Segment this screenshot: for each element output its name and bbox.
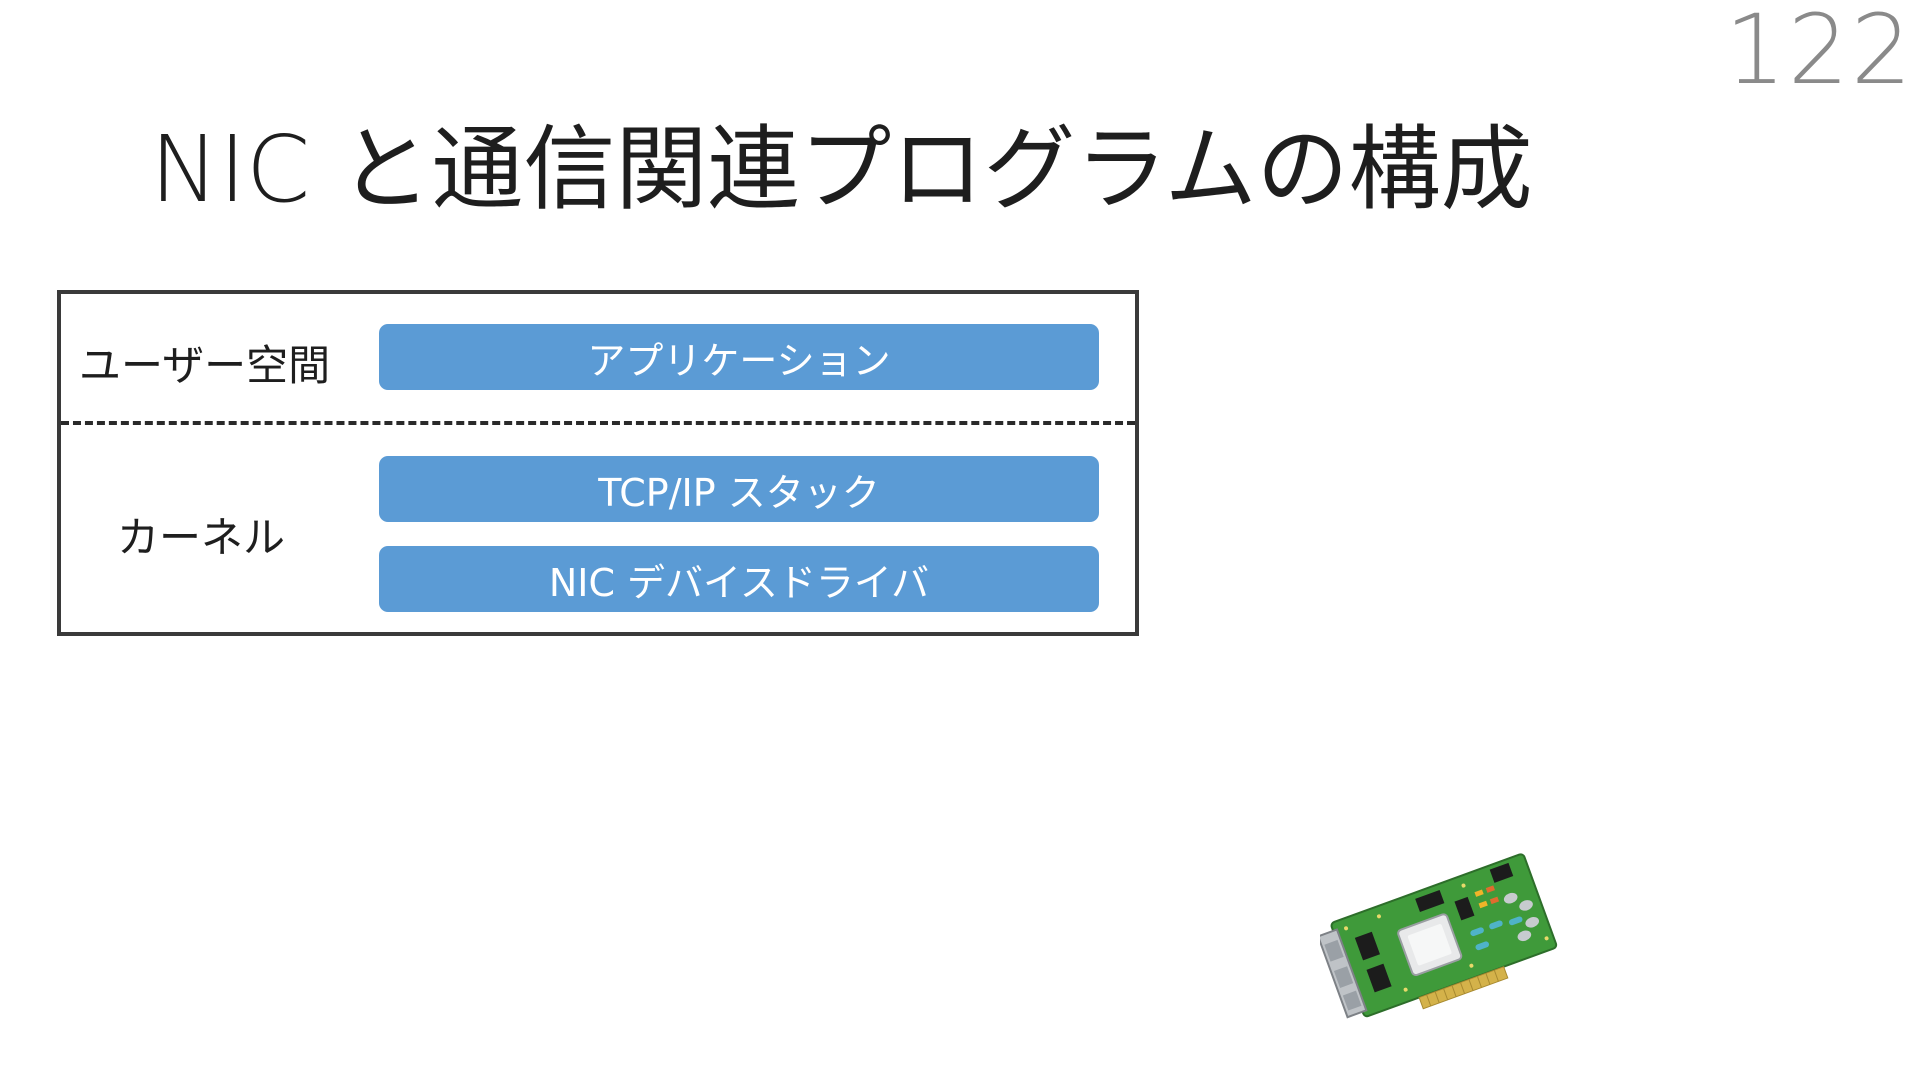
application-layer: アプリケーション: [379, 324, 1099, 390]
network-card-icon: [1320, 845, 1570, 1030]
user-space-label: ユーザー空間: [79, 332, 330, 393]
architecture-diagram: ユーザー空間 アプリケーション カーネル TCP/IP スタック NIC デバイ…: [57, 290, 1139, 636]
user-kernel-divider: [61, 421, 1135, 425]
page-number: 122: [1725, 0, 1914, 106]
tcpip-stack-layer: TCP/IP スタック: [379, 456, 1099, 522]
kernel-label: カーネル: [117, 504, 285, 565]
slide-title: NIC と通信関連プログラムの構成: [150, 95, 1533, 228]
nic-driver-layer: NIC デバイスドライバ: [379, 546, 1099, 612]
